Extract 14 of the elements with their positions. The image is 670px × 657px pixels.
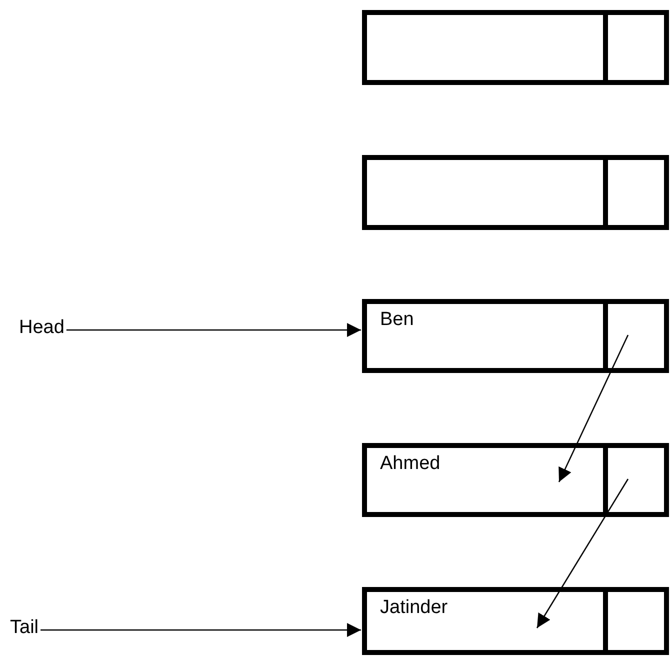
pointer-label: Head — [19, 317, 64, 339]
record-box — [362, 155, 669, 230]
pointer-arrow — [66, 323, 361, 337]
pointer-arrow — [40, 623, 361, 637]
record-value: Ben — [380, 309, 414, 331]
pointer-arrow — [536, 478, 629, 628]
record-box — [362, 299, 669, 373]
record-box — [362, 587, 669, 655]
pointer-label: Tail — [10, 617, 39, 639]
record-value: Ahmed — [380, 453, 440, 475]
pointer-arrow — [558, 334, 629, 482]
record-value: Jatinder — [380, 597, 448, 619]
record-box — [362, 443, 669, 517]
record-box — [362, 10, 669, 85]
